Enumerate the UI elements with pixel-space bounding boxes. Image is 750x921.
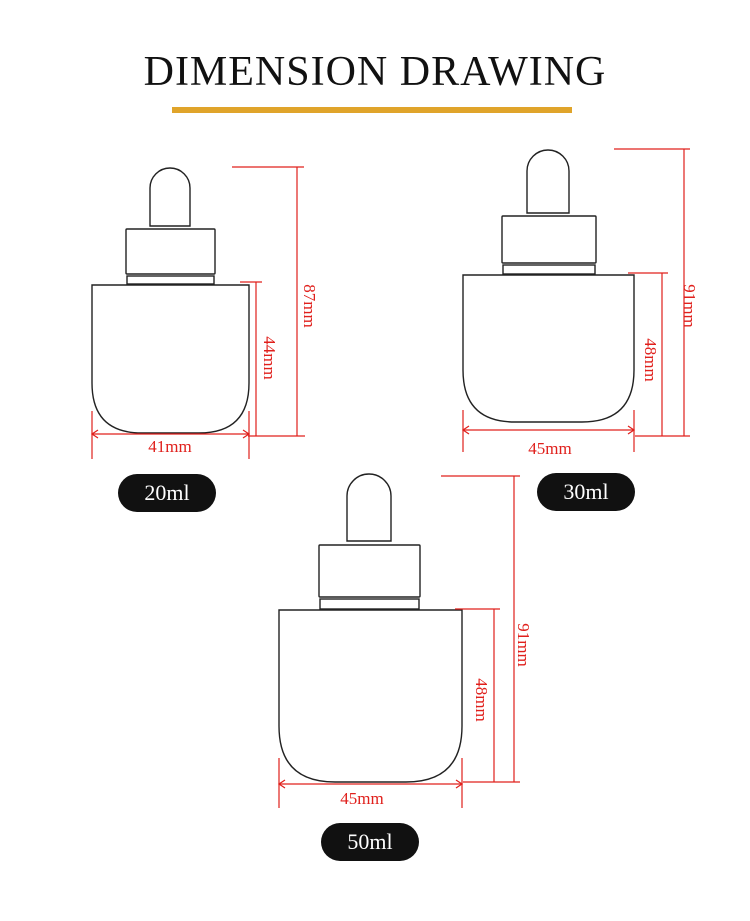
page-title: DIMENSION DRAWING <box>143 49 607 95</box>
dimensions-20ml <box>90 166 305 459</box>
dropper-bulb <box>346 473 392 542</box>
width-label-30ml: 45mm <box>528 439 571 458</box>
bottle-30ml <box>462 149 635 423</box>
bottle-body <box>462 274 635 423</box>
dimensions-30ml <box>461 148 690 452</box>
dimensions-50ml <box>277 475 520 808</box>
neck-ring <box>502 264 596 275</box>
title-underline <box>172 107 572 113</box>
neck-ring <box>319 598 420 610</box>
width-label-20ml: 41mm <box>148 437 191 456</box>
dropper-bulb <box>526 149 570 214</box>
body-height-label-50ml: 48mm <box>472 678 491 721</box>
dropper-collar <box>125 228 216 275</box>
total-height-label-20ml: 87mm <box>300 284 319 327</box>
bottle-20ml <box>91 167 250 434</box>
neck-ring <box>126 275 215 285</box>
capacity-badge-20ml: 20ml <box>118 474 216 512</box>
total-height-label-50ml: 91mm <box>514 623 533 666</box>
bottle-body <box>278 609 463 783</box>
capacity-badge-30ml: 30ml <box>537 473 635 511</box>
dropper-bulb <box>149 167 191 227</box>
dropper-collar <box>501 215 597 264</box>
total-height-label-30ml: 91mm <box>680 284 699 327</box>
capacity-badge-50ml: 50ml <box>321 823 419 861</box>
dropper-collar <box>318 544 421 598</box>
width-label-50ml: 45mm <box>340 789 383 808</box>
body-height-label-20ml: 44mm <box>260 336 279 379</box>
bottle-body <box>91 284 250 434</box>
body-height-label-30ml: 48mm <box>641 338 660 381</box>
bottle-50ml <box>278 473 463 783</box>
